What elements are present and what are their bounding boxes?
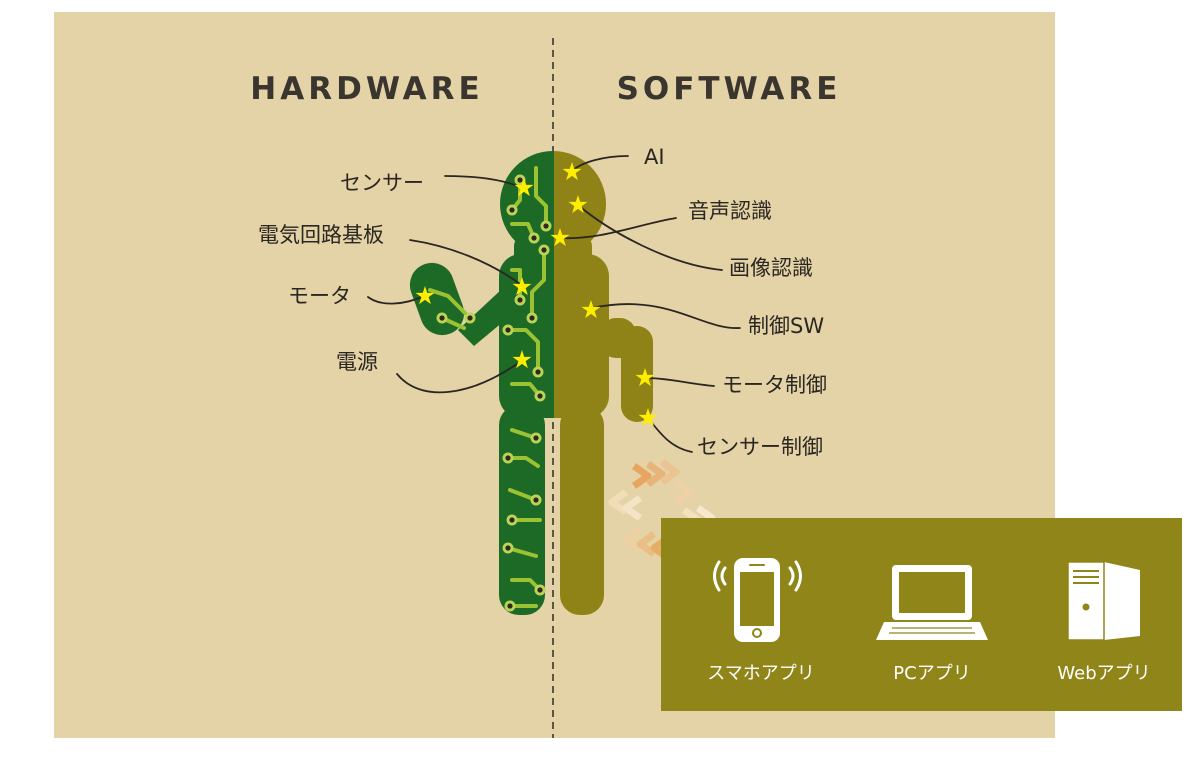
pc-app-label: PCアプリ <box>893 663 970 684</box>
star-icon <box>568 195 588 214</box>
server-tower-icon <box>1067 561 1140 641</box>
label-circuit-board: 電気回路基板 <box>258 223 384 247</box>
circuit-pads <box>436 174 552 612</box>
leader-control-sw <box>591 303 741 329</box>
smartphone-app-label: スマホアプリ <box>707 663 814 684</box>
label-motor: モータ <box>288 284 351 308</box>
label-ai: AI <box>644 145 665 169</box>
leader-motor-control <box>645 377 715 387</box>
star-icon <box>512 350 532 369</box>
star-icon <box>550 228 570 247</box>
hardware-heading: HARDWARE <box>250 71 483 107</box>
software-heading: SOFTWARE <box>617 71 842 107</box>
star-icon <box>638 408 658 427</box>
pc-app: PCアプリ <box>876 565 988 684</box>
signal-waves-icon <box>713 560 802 592</box>
leader-circuit-board <box>409 239 521 285</box>
smartphone-app: スマホアプリ <box>707 558 815 684</box>
leader-image <box>577 204 723 271</box>
label-sensor-control: センサー制御 <box>697 435 823 459</box>
label-speech-recognition: 音声認識 <box>688 199 772 223</box>
star-icon <box>514 178 534 197</box>
label-control-sw: 制御SW <box>748 314 824 338</box>
label-image-recognition: 画像認識 <box>729 256 813 280</box>
leader-power <box>396 361 521 394</box>
smartphone-icon <box>734 558 780 642</box>
laptop-icon <box>876 565 988 640</box>
web-app: Webアプリ <box>1057 561 1151 684</box>
marker-stars <box>415 162 658 427</box>
leader-speech <box>561 217 677 240</box>
label-motor-control: モータ制御 <box>722 373 827 397</box>
web-app-label: Webアプリ <box>1057 663 1150 684</box>
leader-ai <box>571 155 629 172</box>
star-icon <box>415 286 435 305</box>
star-icon <box>562 162 582 181</box>
label-power: 電源 <box>336 350 378 374</box>
robot-figure <box>403 151 653 615</box>
star-icon <box>581 300 601 319</box>
star-icon <box>512 277 532 296</box>
label-sensor: センサー <box>340 171 424 195</box>
star-icon <box>635 368 655 387</box>
app-devices-box: スマホアプリ PCアプリ Webアプリ <box>661 518 1182 711</box>
robot-hardware-half <box>403 151 554 615</box>
leader-motor <box>367 295 425 305</box>
